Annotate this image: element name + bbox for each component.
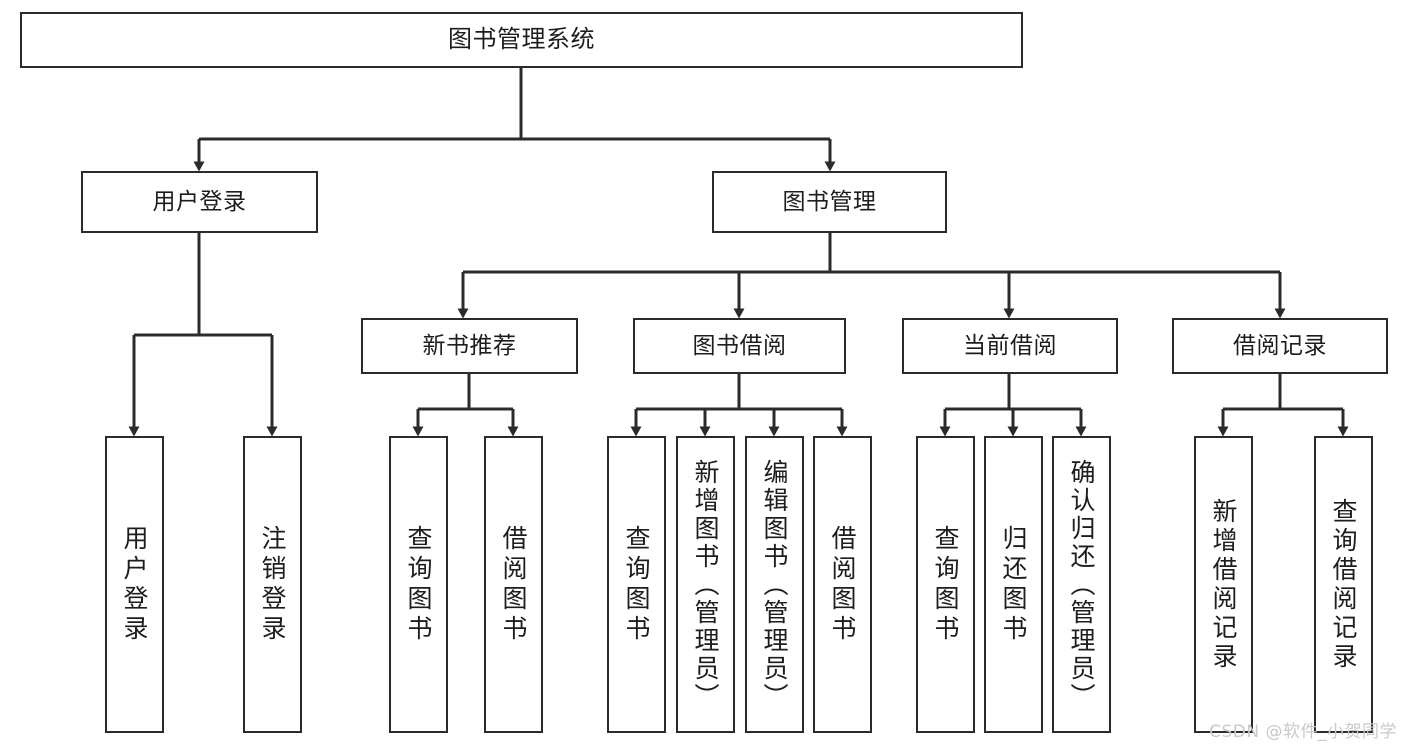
node-book-management[interactable]: 图书管理 [712,171,947,233]
node-leaf-return-book[interactable]: 归还图书 [984,436,1043,733]
node-borrow-record[interactable]: 借阅记录 [1172,318,1388,374]
node-leaf-add-book-admin[interactable]: 新增图书（管理员） [676,436,735,733]
node-label: 图书管理 [782,188,877,215]
node-leaf-borrow-book-2[interactable]: 借阅图书 [813,436,872,733]
node-label: 图书管理系统 [448,25,595,54]
node-leaf-query-borrow-record[interactable]: 查询借阅记录 [1314,436,1373,733]
node-label: 借阅图书 [499,524,528,645]
node-label: 当前借阅 [963,332,1057,359]
node-label: 注销登录 [258,524,287,645]
csdn-watermark: CSDN @软件_小贺同学 [1209,722,1397,742]
node-label: 新增借阅记录 [1209,497,1238,672]
node-label: 图书借阅 [692,332,787,359]
node-leaf-logout-login[interactable]: 注销登录 [243,436,302,733]
node-label: 查询图书 [931,524,960,645]
node-current-borrow[interactable]: 当前借阅 [902,318,1118,374]
node-label: 用户登录 [152,188,247,215]
node-leaf-borrow-book-1[interactable]: 借阅图书 [484,436,543,733]
node-label: 新书推荐 [422,332,517,359]
node-leaf-query-book-3[interactable]: 查询图书 [916,436,975,733]
node-label: 查询借阅记录 [1329,497,1358,672]
node-leaf-query-book-1[interactable]: 查询图书 [389,436,448,733]
node-leaf-query-book-2[interactable]: 查询图书 [607,436,666,733]
node-user-login[interactable]: 用户登录 [81,171,318,233]
node-leaf-confirm-return-admin[interactable]: 确认归还（管理员） [1052,436,1111,733]
node-leaf-edit-book-admin[interactable]: 编辑图书（管理员） [745,436,804,733]
node-label: 借阅图书 [828,524,857,645]
node-new-book-recommend[interactable]: 新书推荐 [361,318,578,374]
node-label: 新增图书（管理员） [691,458,720,711]
node-leaf-add-borrow-record[interactable]: 新增借阅记录 [1194,436,1253,733]
node-leaf-user-login[interactable]: 用户登录 [105,436,164,733]
node-label: 确认归还（管理员） [1067,458,1096,711]
node-label: 编辑图书（管理员） [760,458,789,711]
node-label: 归还图书 [999,524,1028,645]
node-label: 用户登录 [120,524,149,645]
node-label: 查询图书 [622,524,651,645]
node-label: 借阅记录 [1233,332,1327,359]
node-book-borrow[interactable]: 图书借阅 [633,318,846,374]
node-book-management-system[interactable]: 图书管理系统 [20,12,1023,68]
node-label: 查询图书 [404,524,433,645]
